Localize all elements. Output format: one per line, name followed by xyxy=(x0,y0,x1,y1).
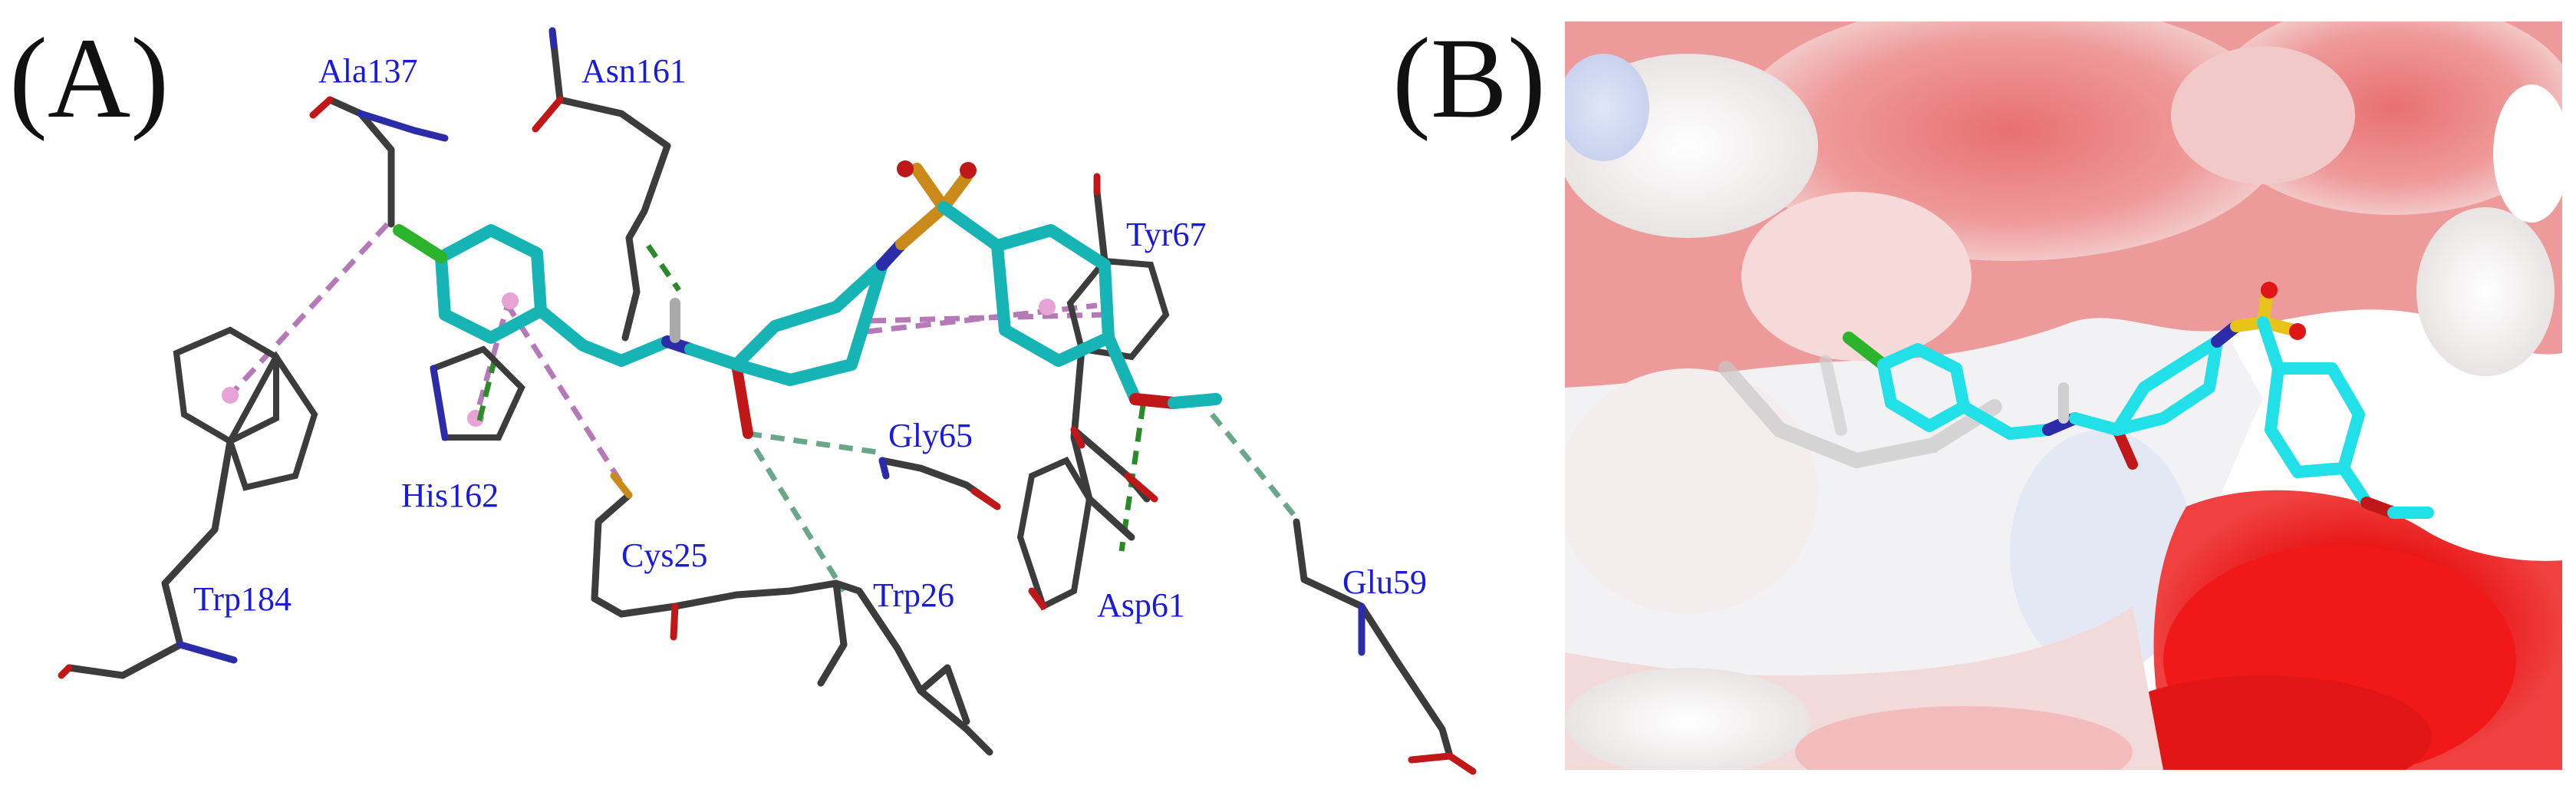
label-his162: His162 xyxy=(401,477,499,514)
panel-b: (B) xyxy=(1392,15,2562,770)
residue-ala137 xyxy=(309,96,449,228)
label-trp26: Trp26 xyxy=(873,576,954,614)
ligand-panel-a xyxy=(393,160,1222,439)
residue-glu59 xyxy=(1293,518,1477,775)
residue-his162 xyxy=(430,345,525,441)
panel-b-label: (B) xyxy=(1392,15,1546,142)
label-cys25: Cys25 xyxy=(621,536,707,574)
residue-cys25 xyxy=(591,472,848,687)
label-gly65: Gly65 xyxy=(888,417,973,454)
residue-gly65 xyxy=(878,457,1001,510)
label-tyr67: Tyr67 xyxy=(1126,216,1206,253)
residue-asp61 xyxy=(1016,426,1158,611)
residue-trp184 xyxy=(58,326,318,679)
ligand-panel-b xyxy=(1843,282,2434,519)
residue-asn161 xyxy=(532,27,671,342)
residue-labels: Ala137 Asn161 Tyr67 Gly65 His162 Cys25 T… xyxy=(193,52,1427,624)
label-trp184: Trp184 xyxy=(193,580,292,618)
label-ala137: Ala137 xyxy=(318,52,418,90)
residue-trp26 xyxy=(832,579,993,756)
panel-a: (A) xyxy=(9,15,1477,775)
panel-a-label: (A) xyxy=(9,15,169,142)
electrostatic-surface xyxy=(1565,21,2562,770)
label-asn161: Asn161 xyxy=(581,52,687,90)
label-glu59: Glu59 xyxy=(1342,563,1427,601)
label-asp61: Asp61 xyxy=(1097,586,1185,624)
